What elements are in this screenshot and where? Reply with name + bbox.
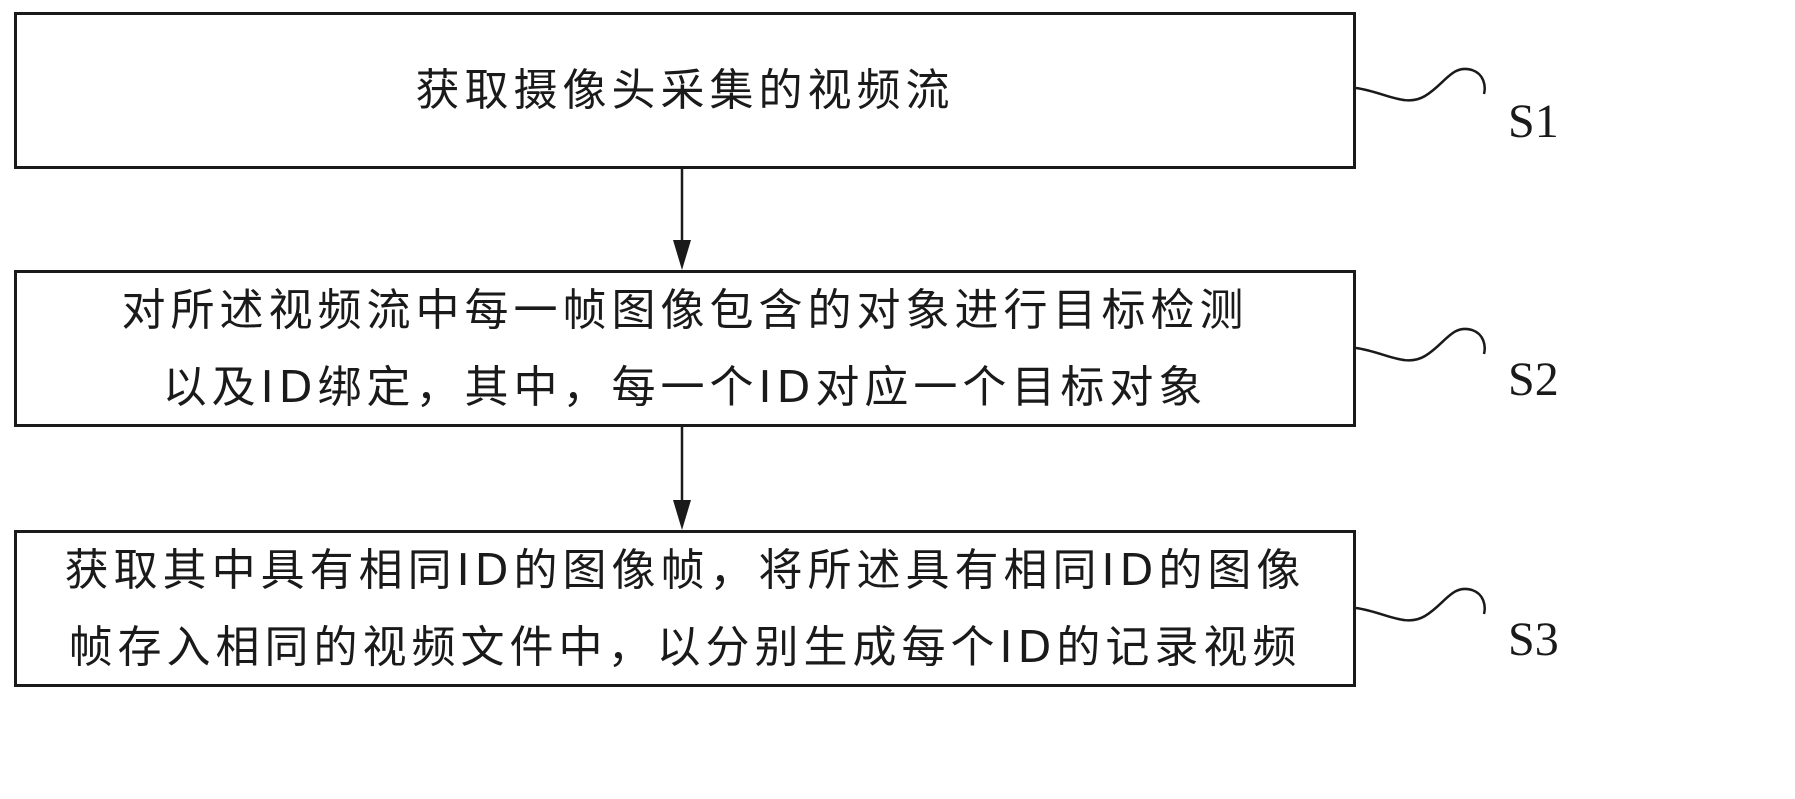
step-text-line: 以及ID绑定，其中，每一个ID对应一个目标对象 [162, 361, 1208, 413]
step-label-s3: S3 [1508, 613, 1559, 666]
step-text-s2: 对所述视频流中每一帧图像包含的对象进行目标检测 以及ID绑定，其中，每一个ID对… [122, 272, 1249, 426]
leader-line-s1 [1355, 67, 1486, 102]
step-text-line: 帧存入相同的视频文件中，以分别生成每个ID的记录视频 [68, 621, 1302, 673]
step-text-s1: 获取摄像头采集的视频流 [416, 52, 955, 129]
step-box-s3: 获取其中具有相同ID的图像帧，将所述具有相同ID的图像 帧存入相同的视频文件中，… [14, 530, 1356, 687]
step-text-line: 获取其中具有相同ID的图像帧，将所述具有相同ID的图像 [64, 544, 1306, 596]
leader-line-s3 [1355, 587, 1486, 622]
leader-line-s2 [1355, 327, 1486, 362]
arrow-s1-s2-head [673, 240, 691, 270]
arrow-s2-s3-head [673, 500, 691, 530]
step-box-s1: 获取摄像头采集的视频流 [14, 12, 1356, 169]
step-label-s2: S2 [1508, 353, 1559, 406]
step-text-line: 对所述视频流中每一帧图像包含的对象进行目标检测 [121, 284, 1249, 336]
step-box-s2: 对所述视频流中每一帧图像包含的对象进行目标检测 以及ID绑定，其中，每一个ID对… [14, 270, 1356, 427]
step-text-s3: 获取其中具有相同ID的图像帧，将所述具有相同ID的图像 帧存入相同的视频文件中，… [65, 532, 1306, 686]
step-text-line: 获取摄像头采集的视频流 [415, 65, 955, 116]
step-label-s1: S1 [1508, 95, 1559, 148]
